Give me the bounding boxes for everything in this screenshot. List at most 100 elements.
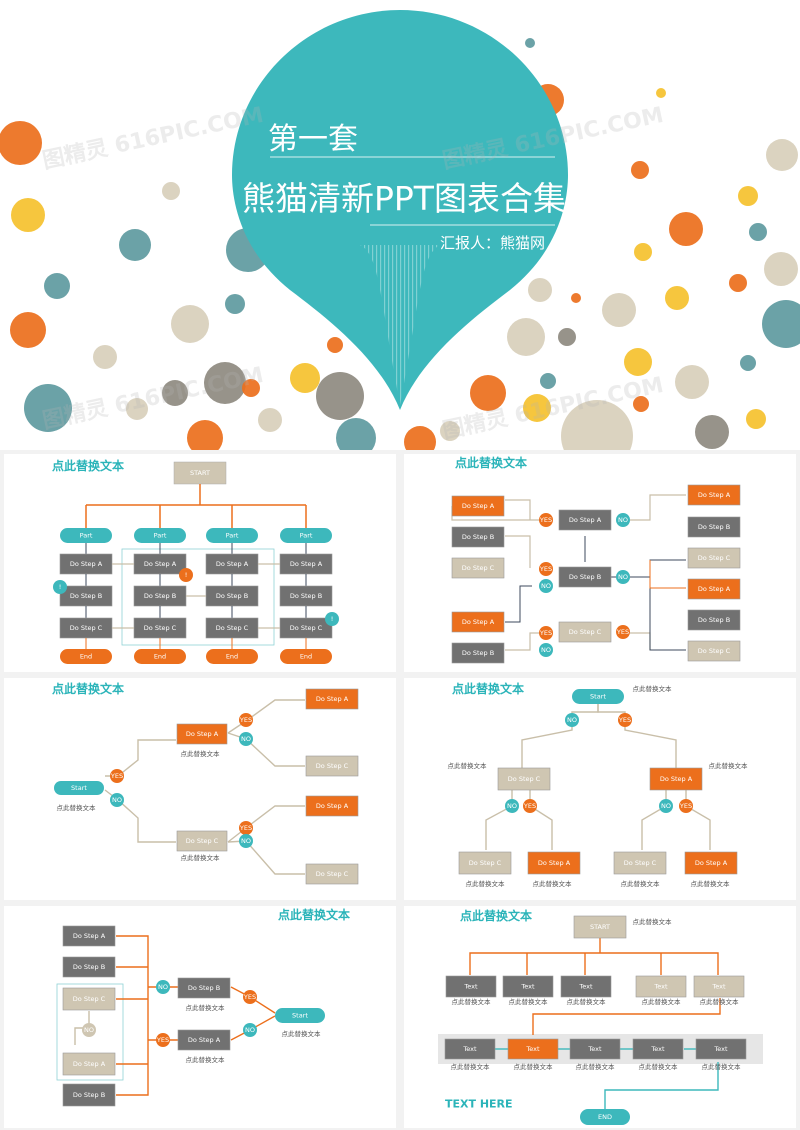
start-node-box [573, 915, 627, 939]
step-c-box [458, 851, 512, 875]
step-a-label: Do Step A [290, 560, 323, 568]
yes-label: YES [539, 629, 552, 637]
no-label: NO [618, 516, 628, 524]
end-node-label: End [80, 653, 92, 661]
no-label: NO [241, 735, 251, 743]
decorative-bubble [746, 409, 766, 429]
caption: 点此替换文本 [533, 879, 573, 888]
step-a-label: Do Step A [73, 932, 106, 940]
step-b-box [451, 642, 505, 664]
caption: 点此替换文本 [186, 1055, 226, 1064]
decorative-bubble [523, 394, 551, 422]
end-node-pill [580, 1109, 630, 1125]
step-a-label: Do Step A [698, 585, 731, 593]
no-label: NO [541, 646, 551, 654]
step-a-box [687, 578, 741, 600]
step-b-label: Do Step B [698, 523, 730, 531]
start-node-label: Start [590, 693, 606, 701]
decorative-bubble [540, 373, 556, 389]
no-label: NO [112, 796, 122, 804]
start-node-label: Start [292, 1012, 308, 1020]
cover-drop-shape [232, 10, 568, 410]
step-b-label: Do Step B [144, 592, 176, 600]
part-node-label: Part [154, 532, 167, 540]
step-a-box [62, 925, 116, 947]
decorative-bubble [528, 278, 552, 302]
decorative-bubble [749, 223, 767, 241]
decorative-bubble [0, 121, 42, 165]
caption: 点此替换文本 [181, 749, 221, 758]
no-badge [539, 643, 553, 657]
yes-label: YES [239, 716, 252, 724]
cover-reporter: 汇报人：熊猫网 [440, 234, 546, 252]
end-node-label: End [154, 653, 166, 661]
step-a-label: Do Step A [316, 802, 349, 810]
yes-label: YES [523, 802, 536, 810]
step-a-label: Do Step A [216, 560, 249, 568]
step-a-label: Do Step A [73, 1060, 106, 1068]
step-a-label: Do Step A [538, 859, 571, 867]
caption: 点此替换文本 [576, 1062, 616, 1071]
step-c-box [176, 830, 228, 852]
yes-badge [110, 769, 124, 783]
panel-title: 点此替换文本 [460, 908, 532, 923]
step-b-box [62, 956, 116, 978]
decorative-bubble [633, 396, 649, 412]
decorative-bubble [242, 379, 260, 397]
step-b-label: Do Step B [290, 592, 322, 600]
decorative-bubble [10, 312, 46, 348]
no-label: NO [507, 802, 517, 810]
step-b-label: Do Step B [188, 984, 220, 992]
end-node-pill [60, 649, 112, 664]
step-a-label: Do Step A [144, 560, 177, 568]
decorative-bubble [669, 212, 703, 246]
decorative-bubble [119, 229, 151, 261]
panel-title: 点此替换文本 [278, 907, 350, 922]
step-a-box [649, 767, 703, 791]
step-a-label: Do Step A [660, 775, 693, 783]
step-a-box [451, 495, 505, 517]
text-node-label: Text [711, 983, 726, 991]
decorative-bubble [162, 182, 180, 200]
yes-badge [239, 821, 253, 835]
flowchart-panel-6: 点此替换文本 TEXT HERE START点此替换文本Text点此替换文本Te… [438, 908, 763, 1125]
text-node-box [632, 1038, 684, 1060]
decorative-bubble [327, 337, 343, 353]
step-c-box [451, 557, 505, 579]
start-node-pill [572, 689, 624, 704]
step-c-box [305, 863, 359, 885]
decorative-bubble [24, 384, 72, 432]
alert-badge: ! [185, 571, 188, 579]
step-a-box [177, 1029, 231, 1051]
no-badge [239, 834, 253, 848]
cover-title: 熊猫清新PPT图表合集 [242, 179, 566, 218]
decorative-bubble [225, 294, 245, 314]
decorative-bubble [738, 186, 758, 206]
step-a-box [684, 851, 738, 875]
no-badge [239, 732, 253, 746]
decorative-bubble [764, 252, 798, 286]
decorative-bubble [440, 421, 460, 441]
text-node-box [502, 975, 554, 998]
start-node-pill [275, 1008, 325, 1023]
text-node-box [569, 1038, 621, 1060]
no-label: NO [541, 582, 551, 590]
decorative-bubble [675, 365, 709, 399]
step-b-label: Do Step B [216, 592, 248, 600]
step-b-box [177, 977, 231, 999]
part-node-pill [60, 528, 112, 543]
cover-series-label: 第一套 [268, 122, 358, 157]
step-a-label: Do Step A [698, 491, 731, 499]
yes-label: YES [239, 824, 252, 832]
step-b-label: Do Step B [462, 649, 494, 657]
yes-badge [616, 625, 630, 639]
step-c-label: Do Step C [316, 870, 349, 878]
step-a-box [687, 484, 741, 506]
no-label: NO [84, 1026, 94, 1034]
yes-badge [618, 713, 632, 727]
step-b-box [687, 516, 741, 538]
step-b-box [558, 566, 612, 588]
step-c-box [62, 987, 116, 1011]
no-label: NO [241, 837, 251, 845]
